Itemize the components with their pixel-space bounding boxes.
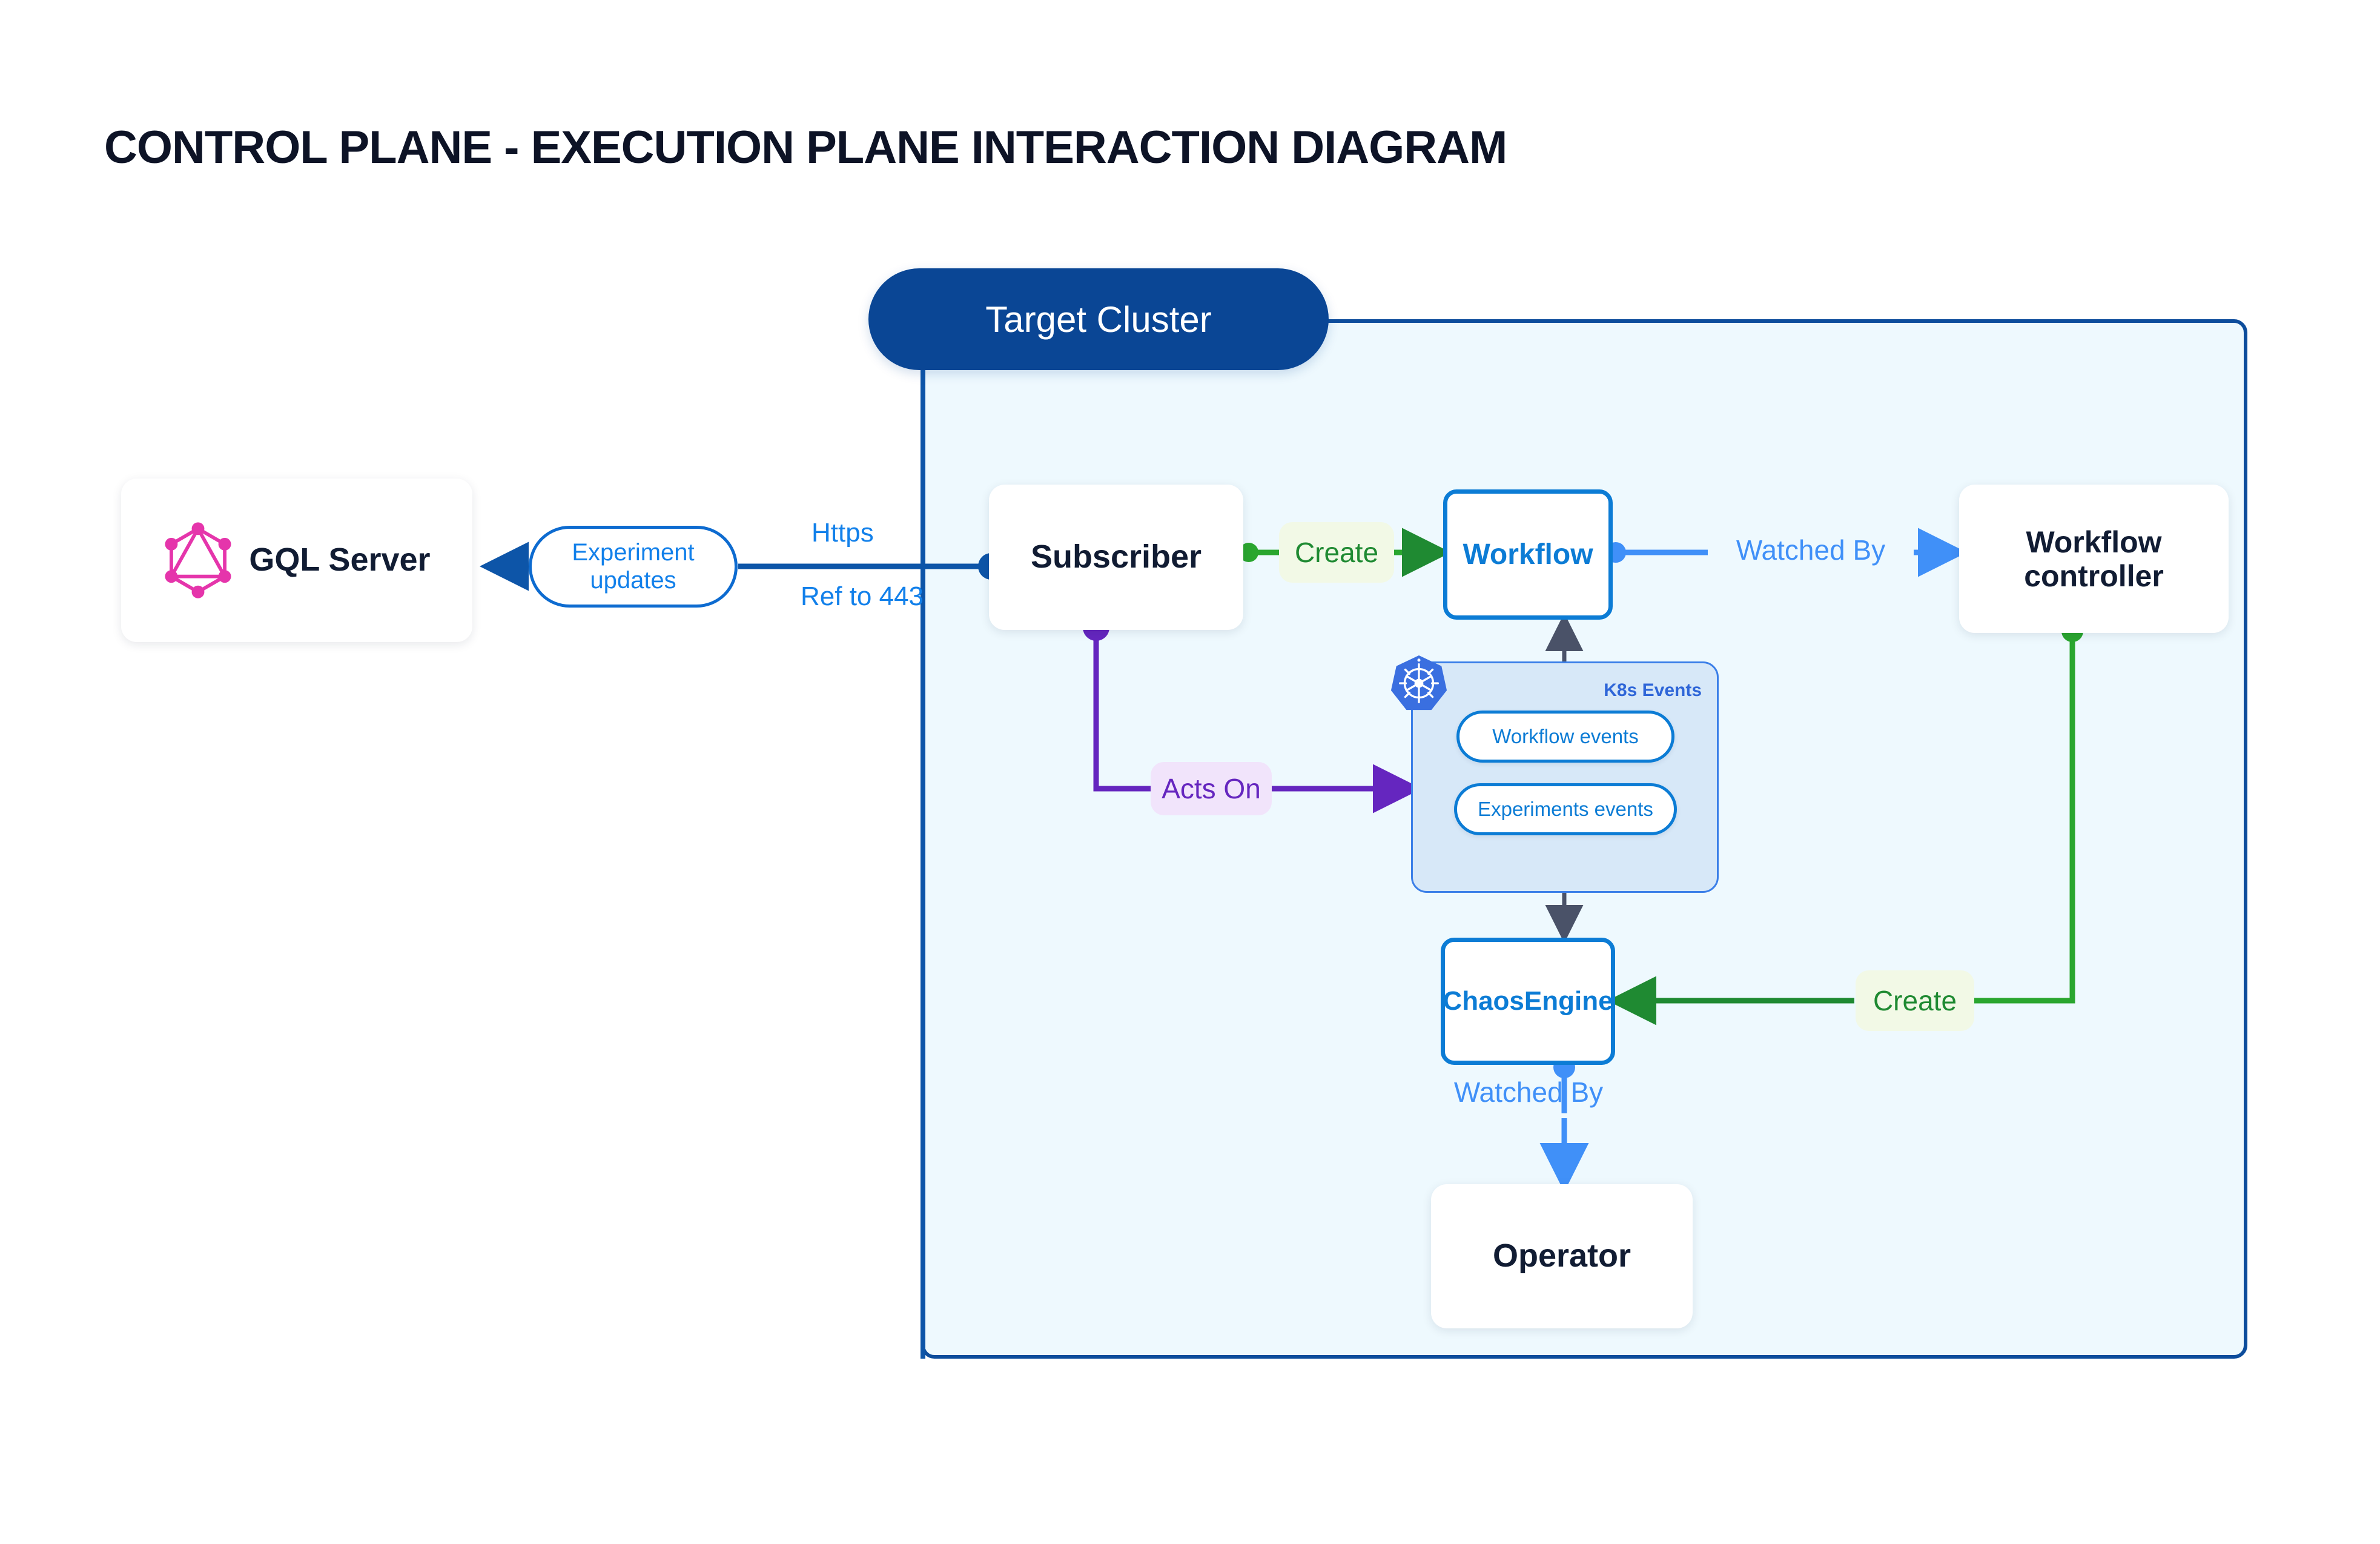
node-operator[interactable]: Operator xyxy=(1431,1184,1693,1328)
node-chaosengine-label: ChaosEngine xyxy=(1443,986,1613,1016)
edge-subscriber-to-workflow xyxy=(1239,528,1451,577)
node-gql-server[interactable]: GQL Server xyxy=(121,479,472,642)
node-workflow[interactable]: Workflow xyxy=(1443,489,1613,620)
node-workflow-controller-line1: Workflow xyxy=(2026,525,2162,559)
k8s-events-panel xyxy=(1411,661,1719,893)
edge-label-watched-by-operator: Watched By xyxy=(1453,1076,1604,1108)
graphql-icon xyxy=(163,522,233,599)
edge-label-https: Https xyxy=(812,518,874,548)
edge-label-experiment-updates-line2: updates xyxy=(590,566,676,594)
edge-label-watched-by-controller: Watched By xyxy=(1736,534,1886,566)
edge-label-ref-to-443: Ref to 443 xyxy=(801,581,924,611)
node-workflow-controller-line2: controller xyxy=(2024,558,2164,593)
edge-label-acts-on: Acts On xyxy=(1151,762,1272,815)
node-subscriber[interactable]: Subscriber xyxy=(989,485,1243,630)
k8s-events-title: K8s Events xyxy=(1604,680,1702,700)
node-operator-label: Operator xyxy=(1492,1238,1631,1274)
pill-workflow-events-label: Workflow events xyxy=(1492,725,1639,747)
target-cluster-header[interactable]: Target Cluster xyxy=(868,268,1329,370)
pill-workflow-events[interactable]: Workflow events xyxy=(1456,711,1674,763)
pill-experiments-events[interactable]: Experiments events xyxy=(1454,783,1677,835)
edge-label-create-workflow: Create xyxy=(1279,522,1394,583)
node-subscriber-label: Subscriber xyxy=(1030,538,1202,575)
page-title: CONTROL PLANE - EXECUTION PLANE INTERACT… xyxy=(104,122,1507,173)
edge-label-experiment-updates-line1: Experiment xyxy=(572,538,695,566)
edge-label-create-chaosengine: Create xyxy=(1856,970,1974,1031)
edge-label-experiment-updates: Experiment updates xyxy=(529,526,738,608)
node-workflow-controller[interactable]: Workflow controller xyxy=(1959,485,2229,633)
node-workflow-label: Workflow xyxy=(1463,538,1593,571)
edge-cluster-stem xyxy=(921,363,925,1359)
kubernetes-icon xyxy=(1389,654,1449,713)
node-chaosengine[interactable]: ChaosEngine xyxy=(1441,938,1615,1065)
node-gql-server-label: GQL Server xyxy=(249,542,431,578)
pill-experiments-events-label: Experiments events xyxy=(1478,798,1653,820)
